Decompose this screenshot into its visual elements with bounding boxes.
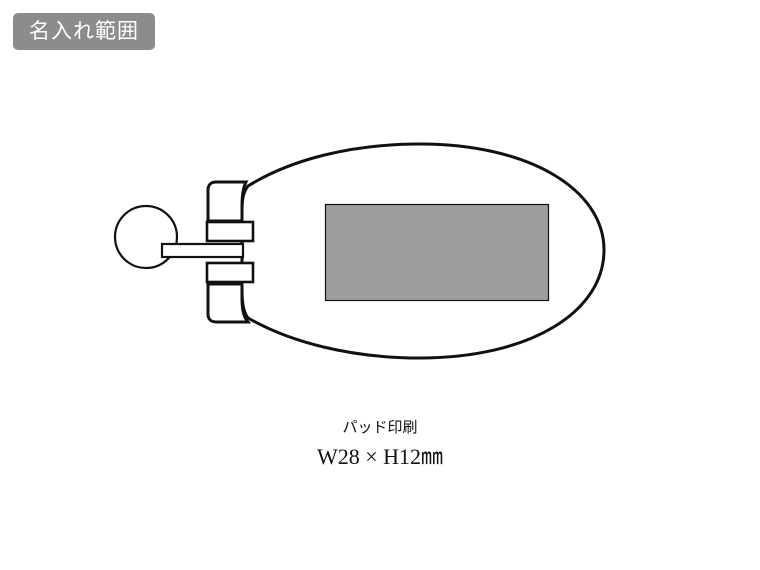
- connector-bands: [205, 220, 255, 284]
- keyring-icon: [113, 204, 179, 270]
- print-method-label: パッド印刷: [342, 418, 418, 436]
- imprint-area: [324, 203, 550, 302]
- print-size-label: W28 × H12㎜: [316, 444, 444, 469]
- ring-bar: [160, 242, 245, 259]
- print-area-badge: 名入れ範囲: [13, 13, 155, 50]
